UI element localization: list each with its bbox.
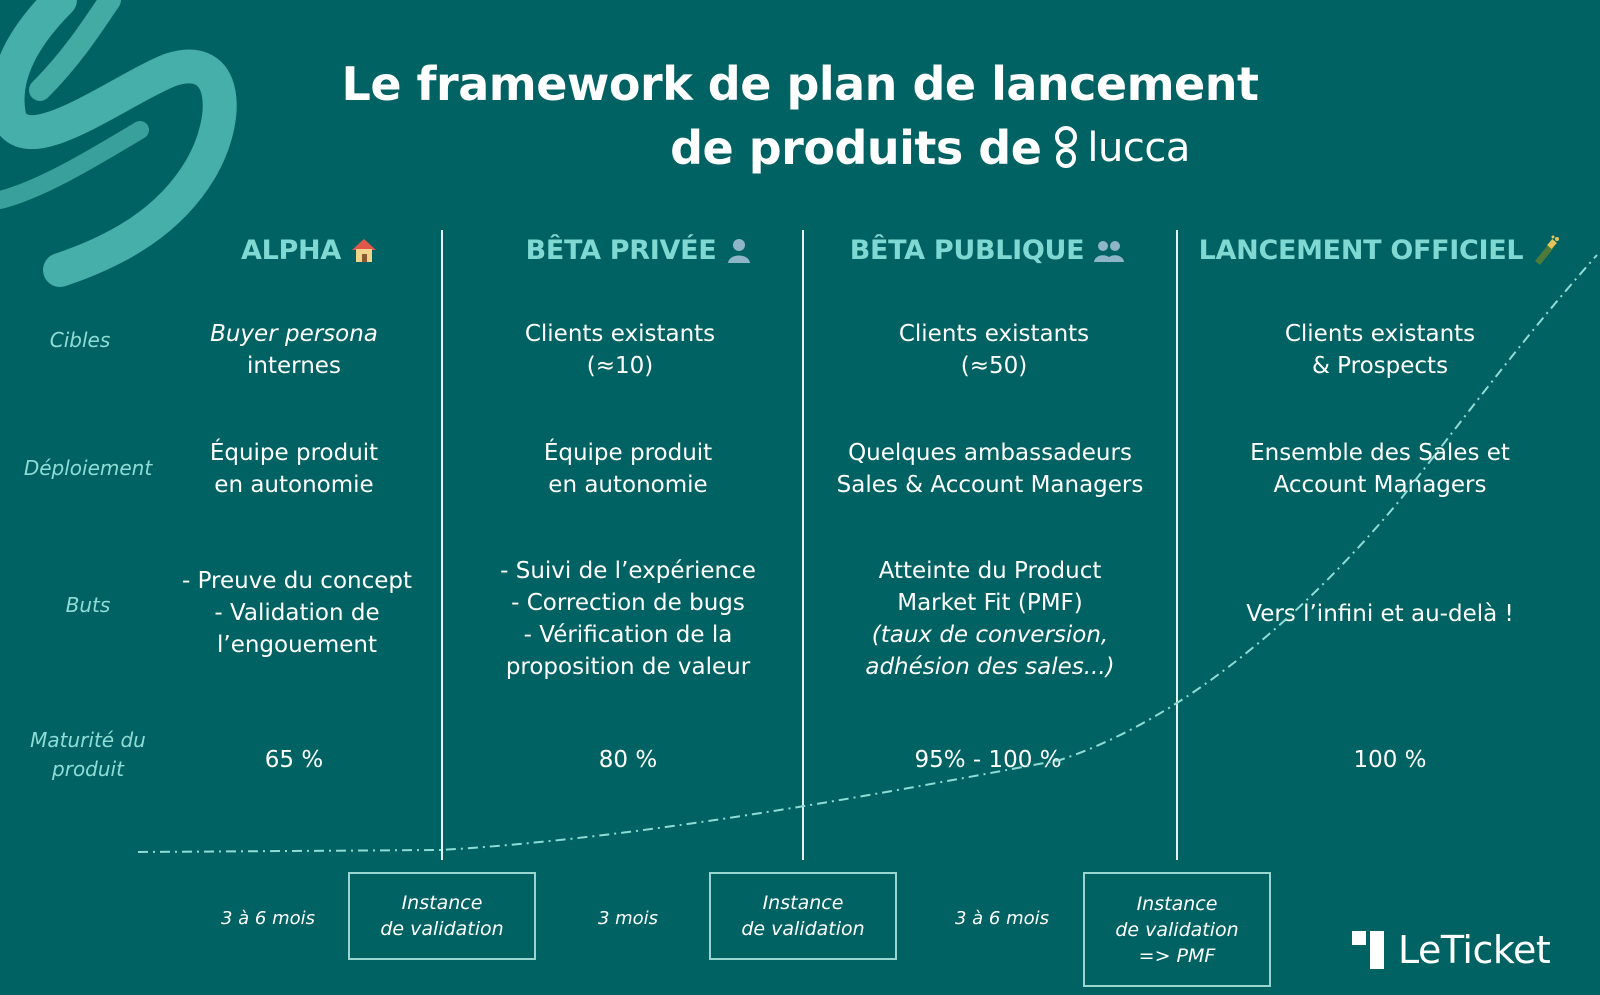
column-header-label: BÊTA PRIVÉE xyxy=(525,234,717,266)
row-label-buts: Buts xyxy=(8,591,168,620)
cell-cibles-beta-privee: Clients existants (≈10) xyxy=(500,318,740,382)
cell-cibles-lancement: Clients existants & Prospects xyxy=(1260,318,1500,382)
column-header-label: ALPHA xyxy=(241,234,341,266)
row-label-deploiement: Déploiement xyxy=(8,454,168,483)
cell-line: Account Managers xyxy=(1273,472,1487,498)
duration-label: 3 à 6 mois xyxy=(220,908,316,929)
cell-line: & Prospects xyxy=(1311,353,1449,379)
duration-label: 3 à 6 mois xyxy=(954,908,1050,929)
column-header-lancement-officiel: LANCEMENT OFFICIEL xyxy=(1170,228,1590,272)
cell-line: internes xyxy=(247,353,341,379)
cell-deploiement-beta-publique: Quelques ambassadeurs Sales & Account Ma… xyxy=(820,437,1160,501)
duration-label: 3 mois xyxy=(597,908,659,929)
cell-line: - Correction de bugs xyxy=(511,590,745,616)
cell-maturite-beta-privee: 80 % xyxy=(598,747,658,773)
cell-cibles-alpha: Buyer persona internes xyxy=(174,318,414,382)
row-label-maturite: Maturité du produit xyxy=(8,726,168,784)
validation-line: de validation xyxy=(1115,918,1239,941)
column-header-beta-publique: BÊTA PUBLIQUE xyxy=(818,228,1158,272)
cell-line: Ensemble des Sales et xyxy=(1250,440,1510,466)
cell-buts-beta-publique: Atteinte du Product Market Fit (PMF) (ta… xyxy=(840,555,1140,683)
column-header-label: BÊTA PUBLIQUE xyxy=(849,234,1085,266)
row-label-text: Cibles xyxy=(49,328,111,352)
validation-box: Instance de validation xyxy=(348,872,536,960)
leticket-logo: LeTicket xyxy=(1352,928,1551,972)
row-label-text: Déploiement xyxy=(23,456,153,480)
validation-line: Instance xyxy=(401,892,483,914)
validation-line: de validation xyxy=(741,918,865,940)
lucca-logo-icon xyxy=(1055,126,1078,168)
validation-line: de validation xyxy=(380,918,504,940)
cell-line: Clients existants xyxy=(524,321,716,347)
cell-line: l’engouement xyxy=(217,632,377,658)
cell-line: proposition de valeur xyxy=(505,654,751,680)
column-header-alpha: ALPHA xyxy=(180,228,440,272)
row-label-cibles: Cibles xyxy=(0,326,160,355)
cell-line: Clients existants xyxy=(898,321,1090,347)
cell-maturite-alpha: 65 % xyxy=(264,747,324,773)
column-divider xyxy=(802,230,804,860)
validation-box: Instance de validation xyxy=(709,872,897,960)
cell-line: (taux de conversion, xyxy=(871,622,1109,648)
leticket-logo-icon xyxy=(1352,931,1384,969)
cell-deploiement-alpha: Équipe produit en autonomie xyxy=(174,437,414,501)
cell-line: en autonomie xyxy=(548,472,708,498)
cell-line: Équipe produit xyxy=(543,440,713,466)
cell-line: Équipe produit xyxy=(209,440,379,466)
cell-line: Market Fit (PMF) xyxy=(897,590,1083,616)
cell-buts-beta-privee: - Suivi de l’expérience - Correction de … xyxy=(488,555,768,683)
validation-line: => PMF xyxy=(1138,944,1216,967)
cell-line: en autonomie xyxy=(214,472,374,498)
cell-cibles-beta-publique: Clients existants (≈50) xyxy=(874,318,1114,382)
title-line-1: Le framework de plan de lancement xyxy=(341,57,1259,111)
cell-line: Buyer persona xyxy=(210,321,378,347)
cell-deploiement-lancement: Ensemble des Sales et Account Managers xyxy=(1210,437,1550,501)
validation-box-pmf: Instance de validation => PMF xyxy=(1083,872,1271,987)
cell-line: Sales & Account Managers xyxy=(836,472,1144,498)
validation-line: Instance xyxy=(762,892,844,914)
cell-maturite-beta-publique: 95% - 100 % xyxy=(914,747,1062,773)
cell-buts-alpha: - Preuve du concept - Validation de l’en… xyxy=(174,565,420,661)
row-label-text: Maturité du xyxy=(30,728,146,752)
cell-line: Clients existants xyxy=(1284,321,1476,347)
lucca-brand-text: lucca xyxy=(1087,125,1190,171)
row-label-text: Buts xyxy=(65,593,111,617)
column-header-label: LANCEMENT OFFICIEL xyxy=(1198,234,1524,266)
column-divider xyxy=(441,230,443,860)
cell-line: adhésion des sales...) xyxy=(865,654,1115,680)
column-divider xyxy=(1176,230,1178,860)
cell-line: - Suivi de l’expérience xyxy=(500,558,756,584)
cell-line: - Vérification de la xyxy=(523,622,733,648)
cell-line: (≈10) xyxy=(586,353,654,379)
cell-line: Quelques ambassadeurs xyxy=(848,440,1132,466)
champagne-icon xyxy=(1531,235,1561,265)
cell-line: Atteinte du Product xyxy=(878,558,1102,584)
leticket-logo-text: LeTicket xyxy=(1398,928,1551,972)
person-icon xyxy=(724,235,754,265)
row-label-text: produit xyxy=(52,757,124,781)
house-icon xyxy=(349,235,379,265)
lucca-brand: lucca xyxy=(1053,116,1190,180)
brush-stroke-decoration xyxy=(0,0,237,287)
title-line-2-text: de produits de xyxy=(670,121,1042,175)
page-title: Le framework de plan de lancement de pro… xyxy=(0,52,1600,180)
cell-deploiement-beta-privee: Équipe produit en autonomie xyxy=(508,437,748,501)
cell-line: - Preuve du concept xyxy=(181,568,413,594)
cell-line: (≈50) xyxy=(960,353,1028,379)
validation-line: Instance xyxy=(1136,892,1218,915)
title-line-2: de produits de lucca xyxy=(0,116,1600,180)
column-header-beta-privee: BÊTA PRIVÉE xyxy=(470,228,810,272)
cell-maturite-lancement: 100 % xyxy=(1353,747,1427,773)
people-icon xyxy=(1092,235,1126,265)
cell-line: - Validation de xyxy=(214,600,380,626)
